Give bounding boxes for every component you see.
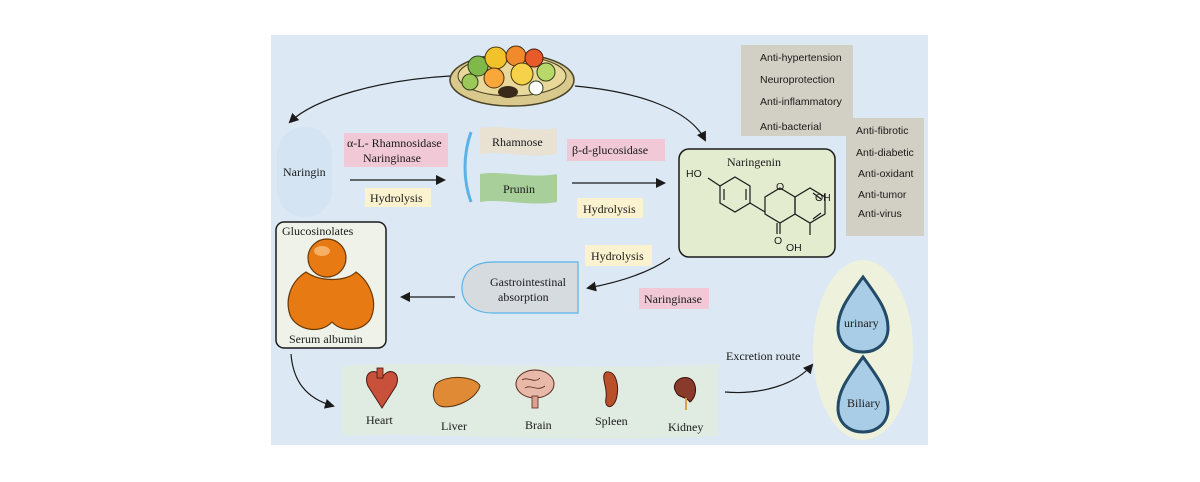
urinary-label: urinary — [844, 316, 879, 330]
organ-kidney-label: Kidney — [668, 420, 704, 434]
naringenin-structure — [707, 176, 826, 235]
naringin-node — [277, 127, 332, 217]
brain-icon — [515, 369, 555, 409]
fruit-bowl-icon — [449, 45, 575, 107]
rhamnose-label: Rhamnose — [492, 135, 543, 149]
naringenin-oh-bottom-label: OH — [786, 242, 802, 254]
serum-albumin-label: Serum albumin — [289, 332, 363, 346]
hydrolysis-label-3: Hydrolysis — [591, 249, 644, 263]
rhamnose-banner — [480, 126, 557, 156]
naringenin-oh-right-label: OH — [815, 192, 831, 204]
naringinase-box — [639, 288, 709, 309]
hydrolysis-box-2 — [577, 198, 643, 218]
effect-neuroprotection: Neuroprotection — [760, 74, 835, 86]
naringenin-box — [678, 148, 836, 258]
naringenin-title: Naringenin — [727, 155, 781, 169]
effects-box-1 — [741, 45, 853, 136]
naringenin-ho-label: HO — [686, 168, 702, 180]
organ-brain-label: Brain — [525, 418, 552, 432]
hydrolysis-box-1 — [365, 188, 431, 207]
enzyme-box-1 — [344, 133, 448, 167]
hydrolysis-label-1: Hydrolysis — [370, 191, 423, 205]
gi-absorption-label-1: Gastrointestinal — [490, 275, 566, 289]
effect-anti-diabetic: Anti-diabetic — [856, 147, 914, 159]
naringinase-label-2: Naringinase — [644, 292, 702, 306]
glucosidase-label: β-d-glucosidase — [572, 143, 649, 157]
excretion-route-label: Excretion route — [726, 349, 801, 363]
split-bracket — [463, 131, 473, 203]
effect-anti-fibrotic: Anti-fibrotic — [856, 125, 909, 137]
hydrolysis-box-3 — [585, 245, 652, 266]
kidney-icon — [673, 377, 697, 410]
biliary-drop-icon — [836, 354, 890, 434]
effects-box-2 — [846, 118, 924, 236]
organ-heart-label: Heart — [366, 413, 393, 427]
rhamnosidase-label: α-L- Rhamnosidase — [347, 136, 442, 150]
spleen-icon — [603, 371, 619, 407]
gi-absorption-node — [461, 261, 579, 314]
effect-anti-hypertension: Anti-hypertension — [760, 52, 842, 64]
urinary-drop-icon — [836, 274, 890, 354]
effect-anti-inflammatory: Anti-inflammatory — [760, 96, 842, 108]
prunin-banner — [480, 172, 557, 204]
naringin-label: Naringin — [283, 165, 326, 179]
prunin-label: Prunin — [503, 182, 536, 196]
heart-icon — [366, 367, 398, 409]
organ-liver-label: Liver — [441, 419, 467, 433]
organs-strip — [342, 363, 718, 439]
hydrolysis-label-2: Hydrolysis — [583, 202, 636, 216]
enzyme-box-2 — [567, 139, 665, 161]
naringenin-o-ring-label: O — [776, 181, 785, 193]
organ-spleen-label: Spleen — [595, 414, 628, 428]
effect-anti-virus: Anti-virus — [858, 208, 902, 220]
naringinase-label-1: Naringinase — [363, 151, 421, 165]
biliary-label: Biliary — [847, 396, 881, 410]
glucosinolates-label: Glucosinolates — [282, 224, 354, 238]
gi-absorption-label-2: absorption — [498, 290, 549, 304]
liver-icon — [432, 377, 481, 408]
naringenin-o-ketone-label: O — [774, 235, 783, 247]
effect-anti-tumor: Anti-tumor — [858, 189, 907, 201]
effect-anti-bacterial: Anti-bacterial — [760, 121, 822, 133]
albumin-icon — [287, 238, 375, 331]
effect-anti-oxidant: Anti-oxidant — [858, 168, 914, 180]
